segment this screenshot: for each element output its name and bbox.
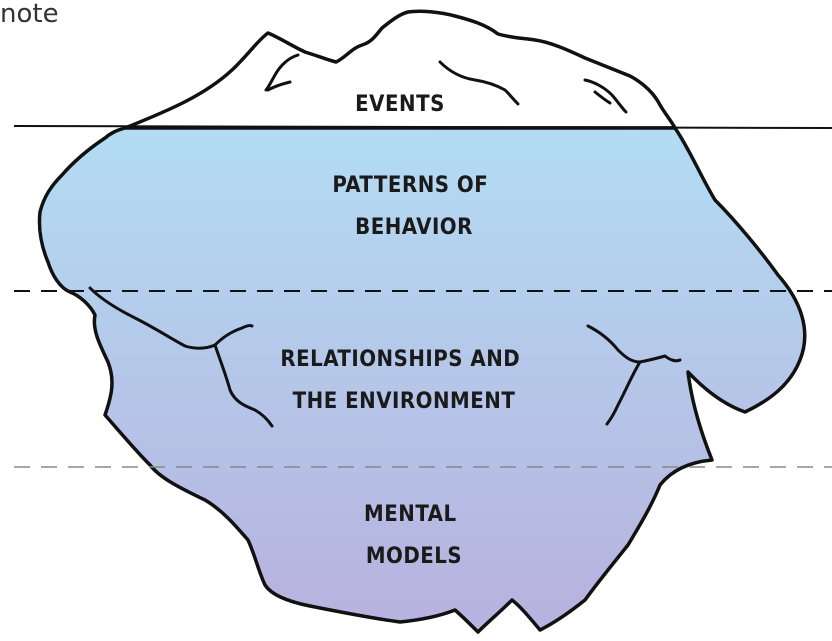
- label-relationships-environment: RELATIONSHIPS AND THE ENVIRONMENT: [280, 347, 527, 414]
- label-mental-models: MENTAL MODELS: [364, 502, 464, 569]
- waterline: [13, 125, 832, 129]
- label-patterns-of-behavior: PATTERNS OF BEHAVIOR: [332, 173, 495, 240]
- tip-crack-lines: [264, 53, 628, 114]
- iceberg-tip: [123, 9, 677, 130]
- label-events: EVENTS: [355, 92, 445, 117]
- body-crack-lines: [88, 286, 682, 428]
- corner-note-text: note: [0, 0, 59, 29]
